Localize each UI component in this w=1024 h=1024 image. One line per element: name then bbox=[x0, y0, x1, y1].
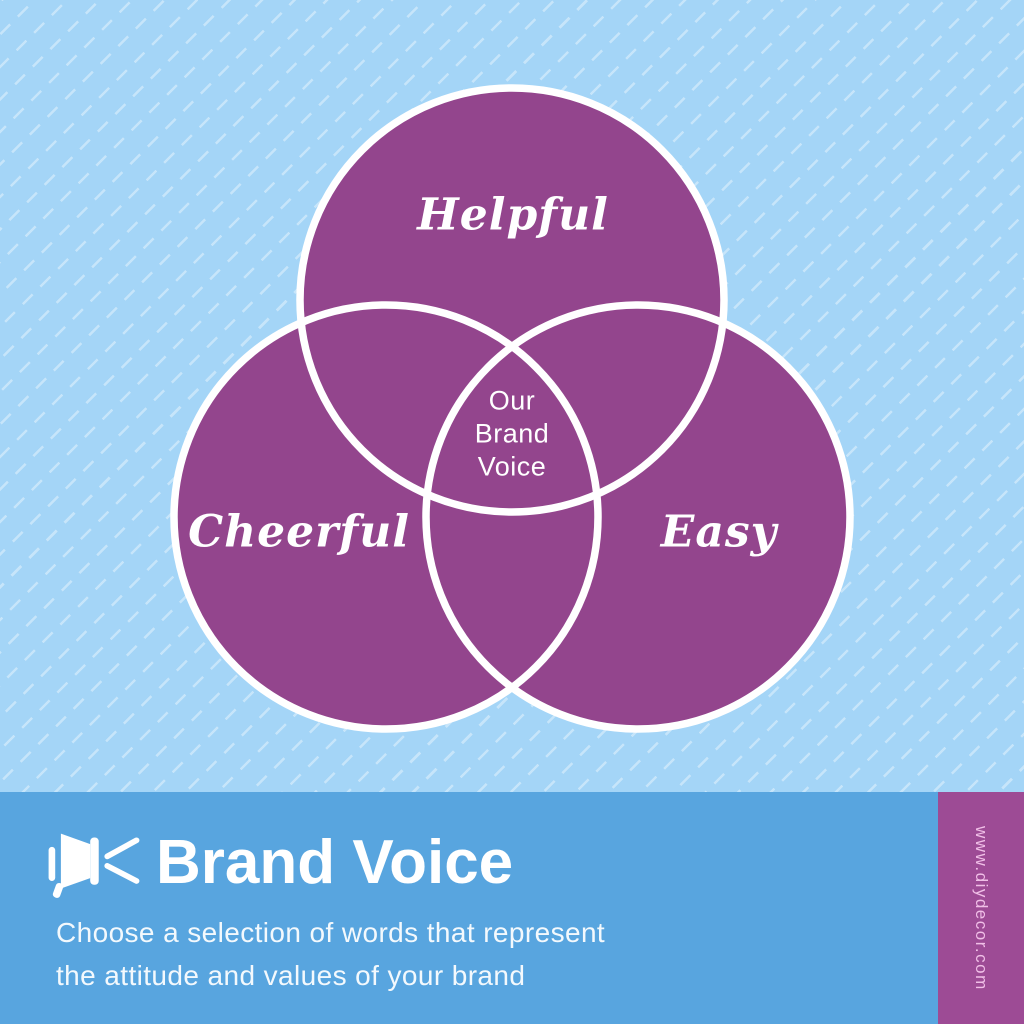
poster-subtitle: Choose a selection of words that represe… bbox=[56, 912, 888, 997]
venn-label-helpful: Helpful bbox=[417, 189, 609, 241]
venn-label-cheerful: Cheerful bbox=[188, 506, 410, 558]
footer-content: Brand Voice Choose a selection of words … bbox=[48, 828, 888, 997]
megaphone-icon bbox=[48, 833, 140, 898]
venn-center-label: Our Brand Voice bbox=[474, 385, 550, 482]
venn-circle-right-fill bbox=[426, 305, 850, 729]
venn-circle-right-outline bbox=[422, 301, 854, 733]
website-url: www.diydecor.com bbox=[972, 825, 991, 991]
footer-banner: Brand Voice Choose a selection of words … bbox=[0, 792, 1024, 1024]
poster-subtitle-line2: the attitude and values of your brand bbox=[56, 959, 526, 991]
venn-label-easy: Easy bbox=[660, 506, 778, 558]
poster-title: Brand Voice bbox=[156, 828, 514, 897]
footer-title-row: Brand Voice bbox=[48, 828, 888, 898]
website-strip: www.diydecor.com bbox=[938, 792, 1024, 1024]
venn-circle-top-outline bbox=[296, 84, 728, 516]
diagonal-pattern-background: Helpful Cheerful Easy Our Brand Voice bbox=[0, 0, 1024, 792]
venn-circle-left-outline bbox=[170, 301, 602, 733]
venn-diagram bbox=[170, 84, 854, 733]
poster-subtitle-line1: Choose a selection of words that represe… bbox=[56, 917, 606, 948]
